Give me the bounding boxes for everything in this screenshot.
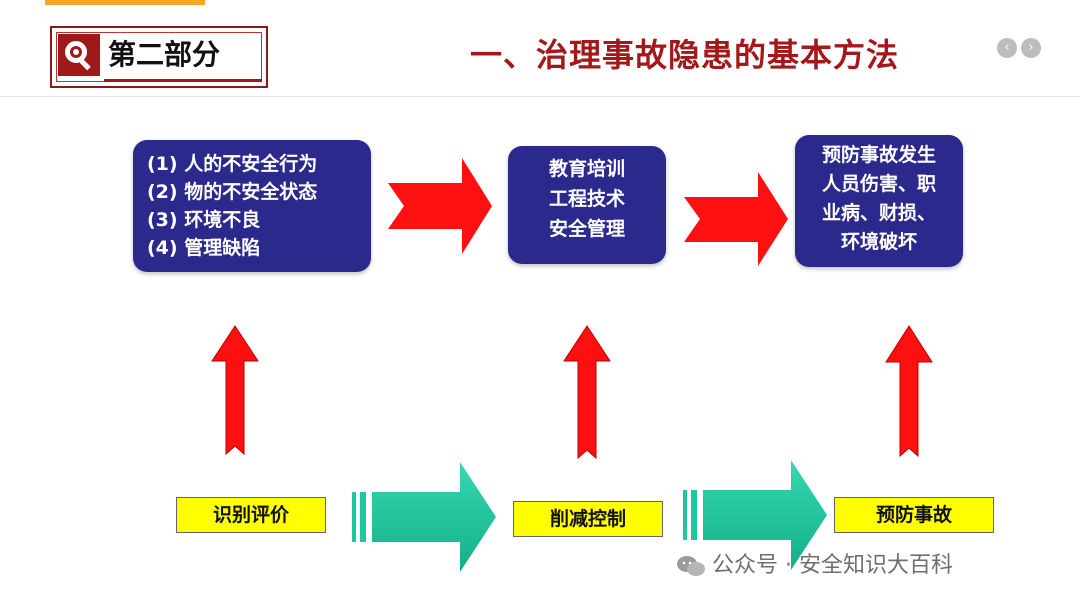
box-line: (1) 人的不安全行为 — [147, 153, 318, 175]
box-line: 工程技术 — [548, 188, 625, 210]
top-accent-bar — [45, 0, 205, 5]
box-line: 人员伤害、职 — [821, 173, 936, 195]
up-arrow-1 — [211, 325, 259, 456]
chevron-right-icon[interactable]: › — [1021, 38, 1041, 58]
box-line: 预防事故发生 — [821, 144, 936, 166]
wechat-icon — [677, 556, 705, 576]
watermark-text: 公众号 · 安全知识大百科 — [712, 553, 953, 578]
chevron-left-icon[interactable]: ‹ — [997, 38, 1017, 58]
section-label: 第二部分 — [108, 38, 221, 71]
green-arrow-2-bar-a — [683, 490, 687, 540]
box-line: (3) 环境不良 — [147, 209, 261, 231]
green-arrow-2-bar-b — [691, 490, 697, 540]
box-line: (2) 物的不安全状态 — [147, 181, 318, 203]
step-prevent-accident: 预防事故 — [834, 497, 994, 533]
section-underline — [104, 79, 262, 82]
hazard-causes-box: (1) 人的不安全行为 (2) 物的不安全状态 (3) 环境不良 (4) 管理缺… — [133, 140, 371, 272]
header-divider — [0, 96, 1080, 97]
step-identify-evaluate: 识别评价 — [176, 497, 326, 533]
section-badge: 第二部分 — [50, 26, 268, 88]
slide-nav: ‹ › — [997, 38, 1043, 60]
step-reduce-control: 削减控制 — [513, 501, 663, 537]
box-line: 环境破坏 — [840, 231, 917, 253]
magnifier-icon — [58, 34, 100, 76]
control-measures-box: 教育培训 工程技术 安全管理 — [508, 146, 666, 264]
watermark: 公众号 · 安全知识大百科 — [676, 550, 1056, 582]
right-arrow-1 — [388, 158, 492, 254]
prevention-outcome-box: 预防事故发生 人员伤害、职 业病、财损、 环境破坏 — [795, 135, 963, 267]
green-arrow-1-bar-b — [360, 492, 366, 542]
green-arrow-1-bar-a — [352, 492, 356, 542]
up-arrow-2 — [563, 325, 611, 460]
right-arrow-2 — [684, 172, 788, 266]
green-arrow-2 — [703, 460, 827, 570]
box-line: 安全管理 — [548, 218, 625, 240]
up-arrow-3 — [885, 325, 933, 458]
green-arrow-1 — [372, 462, 496, 572]
box-line: (4) 管理缺陷 — [147, 237, 261, 259]
page-title: 一、治理事故隐患的基本方法 — [470, 36, 900, 74]
box-line: 业病、财损、 — [821, 202, 936, 224]
box-line: 教育培训 — [548, 158, 625, 180]
